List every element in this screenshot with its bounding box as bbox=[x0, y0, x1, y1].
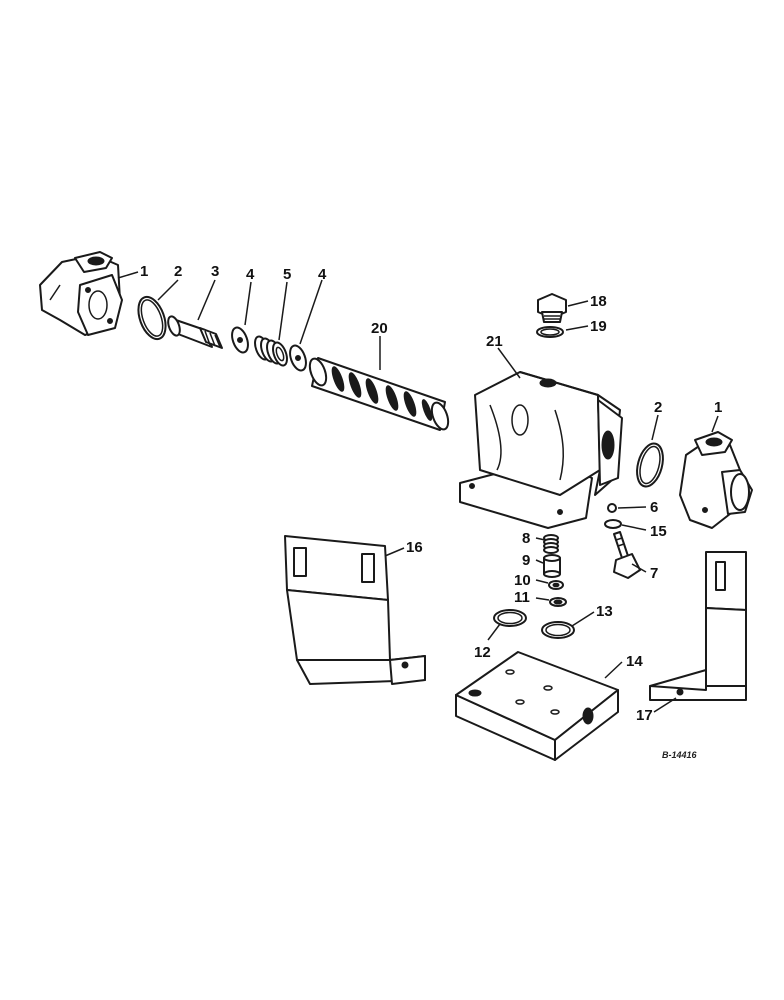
part-6-ball bbox=[607, 503, 617, 513]
callout-4-b: 4 bbox=[318, 266, 327, 283]
callout-21: 21 bbox=[486, 333, 503, 350]
part-4-washer-b bbox=[289, 344, 307, 372]
callout-15: 15 bbox=[650, 523, 667, 540]
part-16-bracket bbox=[284, 535, 426, 685]
part-15-seal-ring bbox=[604, 519, 622, 529]
callout-labels: 1 2 3 4 5 4 20 21 18 19 2 1 6 15 7 8 9 1… bbox=[140, 263, 722, 724]
part-18-plug bbox=[537, 293, 567, 323]
part-8-spring bbox=[543, 534, 559, 554]
callout-1-left: 1 bbox=[140, 263, 148, 280]
part-4-washer-a bbox=[231, 326, 249, 354]
part-9-poppet bbox=[543, 554, 561, 578]
leader-lines bbox=[117, 271, 719, 713]
part-7-adjusting-screw bbox=[613, 531, 641, 579]
part-12-o-ring bbox=[493, 609, 527, 627]
part-1-end-cap-left bbox=[39, 251, 123, 336]
part-5-spring bbox=[254, 335, 288, 367]
callout-14: 14 bbox=[626, 653, 643, 670]
callout-10: 10 bbox=[514, 572, 531, 589]
callout-16: 16 bbox=[406, 539, 423, 556]
part-14-mounting-block bbox=[455, 651, 619, 761]
callout-20: 20 bbox=[371, 320, 388, 337]
callout-3: 3 bbox=[211, 263, 219, 280]
callout-19: 19 bbox=[590, 318, 607, 335]
part-2-o-ring-right bbox=[636, 442, 664, 488]
callout-18: 18 bbox=[590, 293, 607, 310]
callout-6: 6 bbox=[650, 499, 658, 516]
part-11-ring bbox=[549, 597, 567, 607]
callout-2-left: 2 bbox=[174, 263, 182, 280]
part-1-end-cap-right bbox=[679, 431, 753, 529]
drawing-code: B-14416 bbox=[662, 750, 698, 760]
callout-13: 13 bbox=[596, 603, 613, 620]
part-2-o-ring-left bbox=[137, 295, 167, 341]
callout-11: 11 bbox=[514, 589, 530, 606]
callout-1-right: 1 bbox=[714, 399, 722, 416]
callout-4-a: 4 bbox=[246, 266, 255, 283]
part-13-o-ring bbox=[541, 621, 575, 639]
part-21-valve-body bbox=[459, 371, 623, 529]
callout-17: 17 bbox=[636, 707, 653, 724]
callout-8: 8 bbox=[522, 530, 530, 547]
callout-7: 7 bbox=[650, 565, 658, 582]
callout-9: 9 bbox=[522, 552, 530, 569]
part-3-stem bbox=[167, 315, 223, 349]
part-17-bracket bbox=[649, 551, 747, 701]
part-20-spool bbox=[308, 357, 450, 431]
callout-12: 12 bbox=[474, 644, 491, 661]
callout-2-right: 2 bbox=[654, 399, 662, 416]
part-19-washer bbox=[536, 326, 564, 338]
part-10-seat bbox=[548, 580, 564, 590]
callout-5: 5 bbox=[283, 266, 291, 283]
